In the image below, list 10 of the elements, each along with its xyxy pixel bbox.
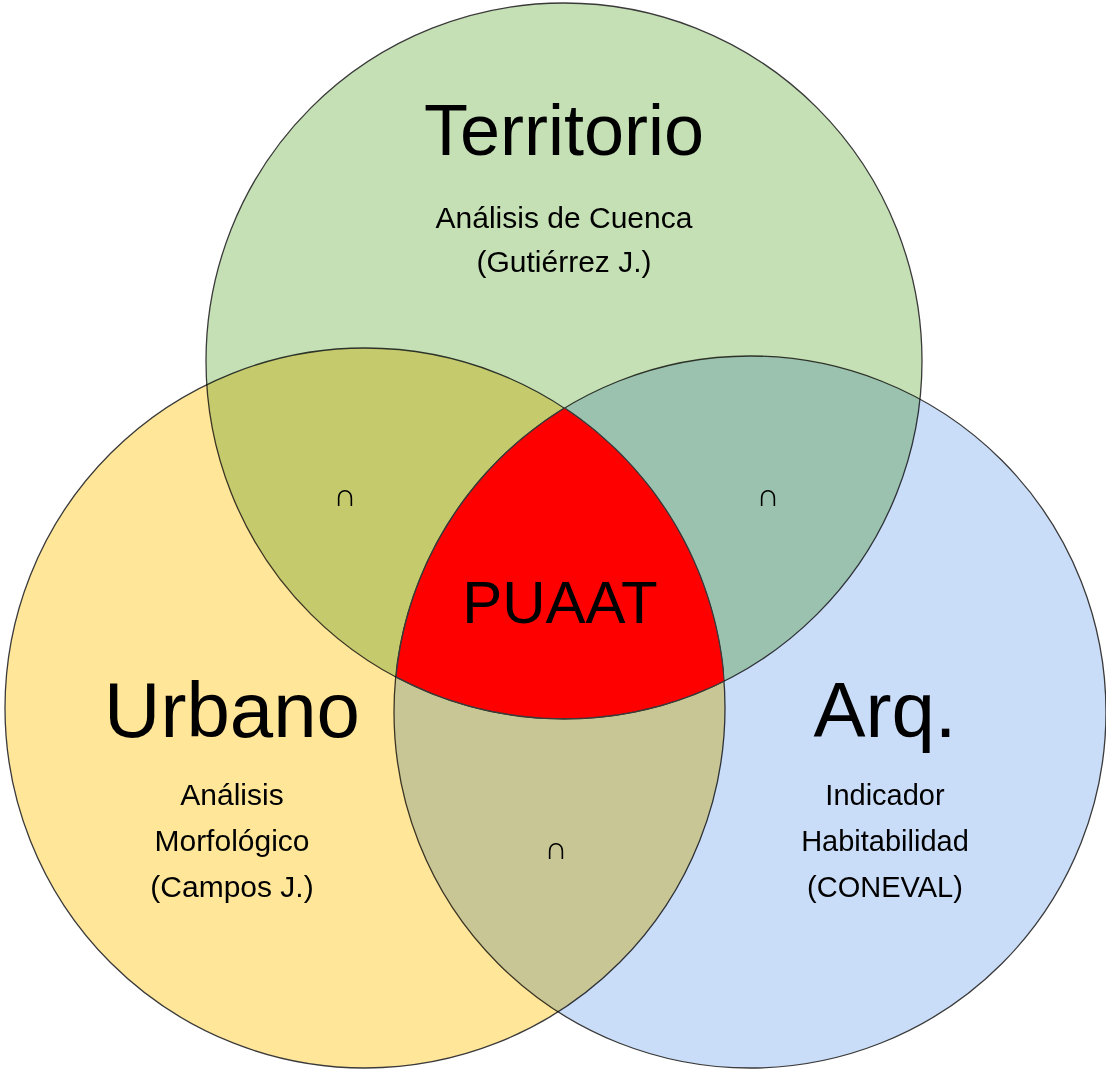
intersection-symbol: ∩ — [756, 476, 780, 514]
region-label: PUAAT — [461, 568, 659, 638]
subtitle-text: Análisis de Cuenca (Gutiérrez J.) — [434, 200, 694, 280]
intersection-symbol: ∩ — [544, 829, 568, 867]
subtitle-text: Análisis Morfológico (Campos J.) — [149, 777, 315, 905]
title-text: Territorio — [422, 89, 706, 172]
intersection-symbol: ∩ — [333, 476, 357, 514]
title-text: Arq. — [812, 665, 958, 755]
title-text: Urbano — [103, 665, 361, 755]
subtitle-text: Indicador Habitabilidad (CONEVAL) — [800, 778, 970, 905]
